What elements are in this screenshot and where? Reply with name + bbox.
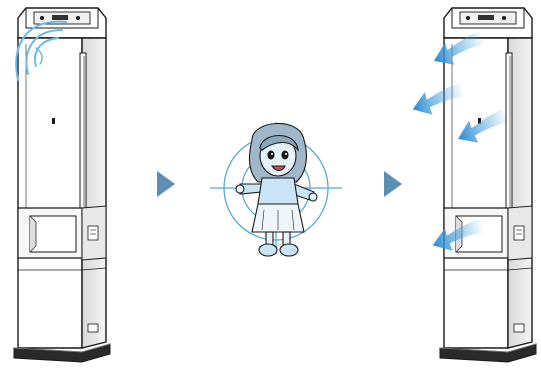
- right-tower-unit: [440, 8, 536, 362]
- flow-arrow-2: [384, 171, 402, 197]
- person-detection-target: [210, 122, 342, 256]
- flow-arrow-1: [157, 171, 175, 197]
- left-tower-unit: [14, 8, 110, 362]
